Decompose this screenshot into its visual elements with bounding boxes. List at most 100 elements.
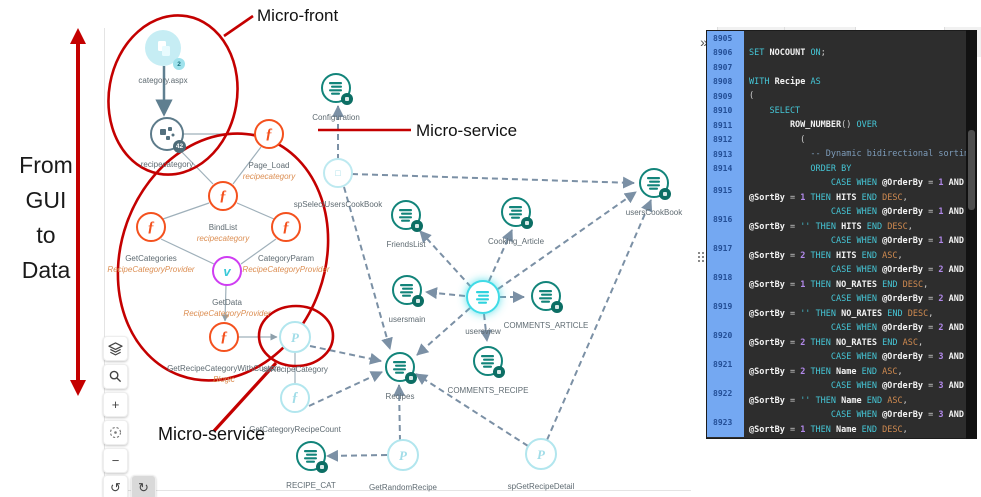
line-number: 8915	[707, 176, 744, 205]
micro-service-bottom-callout-line	[212, 361, 278, 433]
node-sublabel-getcategories: RecipeCategoryProvider	[107, 265, 195, 274]
plus-icon: +	[111, 397, 120, 412]
node-page-load[interactable]: ƒ	[254, 119, 284, 149]
procedure-icon: P	[291, 329, 299, 345]
node-recipes[interactable]	[385, 352, 417, 384]
node-label-usersview: usersview	[465, 327, 501, 336]
code-row: @SortBy = 2 THEN NO_RATES END ASC,	[749, 337, 924, 348]
line-number: 8923	[707, 408, 744, 437]
node-label-bindlist: BindList	[208, 223, 238, 232]
node-userscookbook[interactable]	[639, 168, 671, 200]
code-line-8914: 8914 ORDER BY	[707, 161, 976, 176]
node-cooking-article[interactable]	[501, 197, 533, 229]
code-row: CASE WHEN @OrderBy = 2 AND	[749, 323, 964, 333]
code-line-8911: 8911 ROW_NUMBER() OVER	[707, 118, 976, 133]
line-number: 8919	[707, 292, 744, 321]
micro-service-small-ellipse	[257, 304, 335, 368]
node-label-categoryparam: CategoryParam	[257, 254, 315, 263]
node-label-recipe-cat: RECIPE_CAT	[286, 481, 336, 490]
undo-button[interactable]: ↺	[103, 475, 128, 497]
table-icon	[646, 176, 660, 190]
line-content: WITH Recipe AS	[744, 75, 976, 90]
zoom-out-button[interactable]: −	[103, 448, 128, 473]
code-row: @SortBy = '' THEN NO_RATES END DESC,	[749, 308, 934, 319]
code-row: -- Dynamic bidirectional sorting	[749, 149, 975, 159]
node-getrecipecategorywithcustom[interactable]: ƒ	[209, 322, 239, 352]
page-icon	[157, 40, 170, 56]
line-content: CASE WHEN @OrderBy = 2 AND @SortBy = 2 TH…	[744, 321, 976, 350]
view-icon: v	[223, 263, 231, 279]
line-number: 8912	[707, 132, 744, 147]
code-scrollbar[interactable]	[966, 30, 977, 439]
procedure-icon: P	[537, 446, 545, 462]
solid-edges	[160, 133, 296, 383]
redo-button[interactable]: ↻	[131, 475, 156, 497]
node-label-userscookbook: usersCookBook	[625, 208, 683, 217]
node-bindlist[interactable]: ƒ	[208, 181, 238, 211]
code-row: WITH Recipe AS	[749, 76, 821, 87]
node-usersview[interactable]	[466, 280, 500, 314]
node-getcategories[interactable]: ƒ	[136, 212, 166, 242]
dashed-edges	[308, 105, 653, 462]
code-row: CASE WHEN @OrderBy = 2 AND	[749, 265, 964, 275]
line-number: 8922	[707, 379, 744, 408]
table-icon	[392, 360, 406, 374]
node-friendslist[interactable]	[391, 200, 423, 232]
node-badge	[341, 93, 353, 105]
node-recipecategory[interactable]: 42	[150, 117, 186, 153]
code-row: CASE WHEN @OrderBy = 2 AND	[749, 294, 964, 304]
table-icon	[475, 290, 489, 304]
node-getdata[interactable]: v	[212, 256, 242, 286]
line-content: CASE WHEN @OrderBy = 1 AND@SortBy = 2 TH…	[744, 234, 976, 263]
chevron-double-right-icon: »	[700, 34, 708, 50]
node-spgetrecipedetail[interactable]: P	[525, 438, 557, 470]
function-icon: ƒ	[291, 390, 299, 405]
node-label-recipecategory: recipecategory	[140, 160, 194, 169]
line-content	[744, 60, 976, 75]
code-line-8915: 8915 CASE WHEN @OrderBy = 1 AND@SortBy =…	[707, 176, 976, 205]
node-categoryparam[interactable]: ƒ	[271, 212, 301, 242]
code-row: @SortBy = 1 THEN Name END DESC,	[749, 424, 908, 435]
node-badge	[316, 461, 328, 473]
node-comments-article[interactable]	[531, 281, 563, 313]
layers-icon	[108, 341, 123, 355]
search-button[interactable]	[103, 364, 128, 389]
node-label-category-aspx: category.aspx	[138, 76, 188, 85]
code-line-8920: 8920 CASE WHEN @OrderBy = 2 AND@SortBy =…	[707, 321, 976, 350]
node-getrandomrecipe[interactable]: P	[387, 439, 419, 471]
edge-getdata-getrecipecategory	[221, 284, 229, 322]
zoom-in-button[interactable]: +	[103, 392, 128, 417]
node-spselectuserscookbook[interactable]: □	[323, 158, 353, 188]
node-sprecipecategory[interactable]: P	[279, 321, 311, 353]
node-label-page-load: Page_Load	[248, 161, 290, 170]
line-content: SET NOCOUNT ON;	[744, 46, 976, 61]
edge-getcategoryrecipecount-recipes	[308, 371, 383, 407]
code-line-8907: 8907	[707, 60, 976, 75]
node-label-getrandomrecipe: GetRandomRecipe	[368, 483, 438, 492]
panel-resize-handle[interactable]	[697, 251, 705, 267]
node-configuration[interactable]	[321, 73, 353, 105]
node-category-aspx[interactable]: 2	[145, 30, 185, 70]
code-row: @SortBy = '' THEN Name END ASC,	[749, 395, 908, 406]
line-number: 8906	[707, 45, 744, 60]
micro-front-ellipse	[107, 14, 239, 176]
gui-to-data-arrow	[70, 28, 86, 396]
node-recipe-cat[interactable]	[296, 441, 328, 473]
line-content: CASE WHEN @OrderBy = 2 AND@SortBy = 1 TH…	[744, 263, 976, 292]
layers-button[interactable]	[103, 336, 128, 361]
node-badge	[659, 188, 671, 200]
node-badge	[551, 301, 563, 313]
code-row: (	[749, 91, 755, 101]
code-scrollbar-thumb[interactable]	[968, 130, 975, 210]
table-icon	[538, 289, 552, 303]
line-content: (	[744, 89, 976, 104]
code-row: (	[749, 134, 806, 145]
node-getcategoryrecipecount[interactable]: ƒ	[280, 383, 310, 413]
fit-view-button[interactable]	[103, 420, 128, 445]
node-usersmain[interactable]	[392, 275, 424, 307]
redo-icon: ↻	[138, 479, 149, 495]
line-number: 8917	[707, 234, 744, 263]
line-content: CASE WHEN @OrderBy = 1 AND@SortBy = '' T…	[744, 205, 976, 234]
node-comments-recipe[interactable]	[473, 346, 505, 378]
code-row: ROW_NUMBER() OVER	[749, 120, 877, 130]
